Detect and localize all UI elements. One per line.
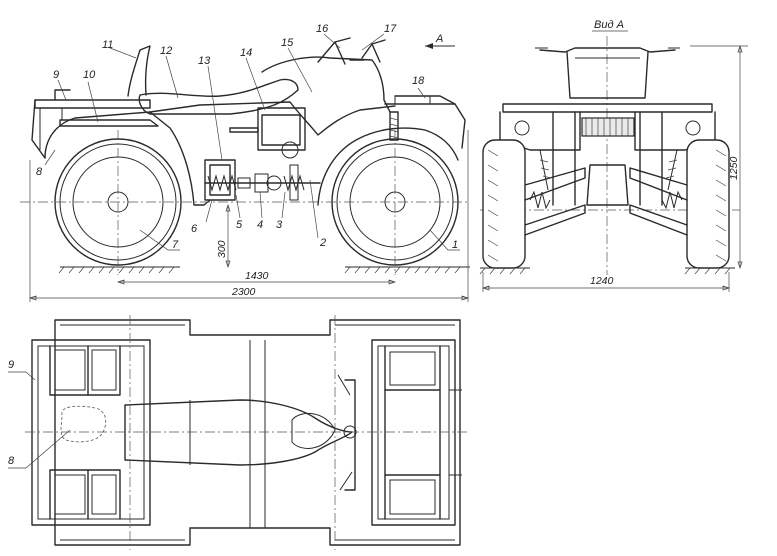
callout-5: 5 [236,219,243,231]
view-a-arrow: А [425,33,455,49]
dimension-overall-length: 2 300 [28,130,470,302]
front-rack [384,95,466,149]
callout-11: 11 [102,39,113,51]
top-seat [124,399,353,466]
top-handlebar [337,374,357,491]
callout-18: 18 [412,75,425,87]
callout-2: 2 [319,237,326,249]
handlebar [317,37,386,65]
fuel-tank-cover [261,56,391,113]
overall-height-value: 1250 [728,156,740,180]
callout-4: 4 [257,219,263,231]
callout-10: 10 [83,69,96,81]
engine-transmission [204,107,306,201]
callout-9: 9 [53,69,59,81]
callout-13: 13 [198,55,211,67]
callout-6: 6 [191,223,198,235]
side-view: 1430 2300 300 А 1 2 [20,23,470,302]
callout-14: 14 [240,47,252,59]
front-view-right-wheel [686,139,730,269]
driveshaft [204,164,321,201]
overall-length-value: 2300 [231,286,256,298]
passenger-handle [127,45,151,97]
ground-line [58,266,470,274]
top-callout-9: 9 [8,359,14,371]
seat [138,78,299,115]
front-view-left-wheel [482,139,526,269]
top-callouts: 9 8 [8,359,71,469]
rear-fender [44,111,211,206]
overall-width-value: 1240 [590,275,614,287]
dimension-ground-clearance: 300 [216,203,231,269]
callout-8: 8 [36,166,43,178]
view-a-title: Вид А [594,19,624,31]
callout-15: 15 [281,37,294,49]
top-callout-8: 8 [8,455,15,467]
callout-7: 7 [172,239,179,251]
view-arrow-letter: А [435,33,443,45]
callout-17: 17 [384,23,397,35]
callout-1: 1 [452,239,458,251]
callout-12: 12 [160,45,172,57]
side-callouts: 1 2 3 4 5 6 7 8 9 10 [36,23,460,251]
top-view: 9 8 [8,315,470,550]
ground-clearance-value: 300 [216,240,228,258]
top-front-rack [371,339,462,526]
rear-rack [31,89,159,159]
dimension-overall-height: 1250 [690,44,748,270]
wheelbase-value: 1430 [245,270,269,282]
front-fender [317,127,459,206]
body-side-panel [149,101,396,136]
front-suspension [389,111,399,141]
callout-16: 16 [316,23,329,35]
front-view: Вид А [479,19,748,292]
top-rear-rack [31,339,151,526]
dimension-overall-width: 1240 [481,272,731,292]
top-body-outline [54,319,461,546]
callout-3: 3 [276,219,283,231]
dimension-wheelbase: 1430 [116,270,397,285]
